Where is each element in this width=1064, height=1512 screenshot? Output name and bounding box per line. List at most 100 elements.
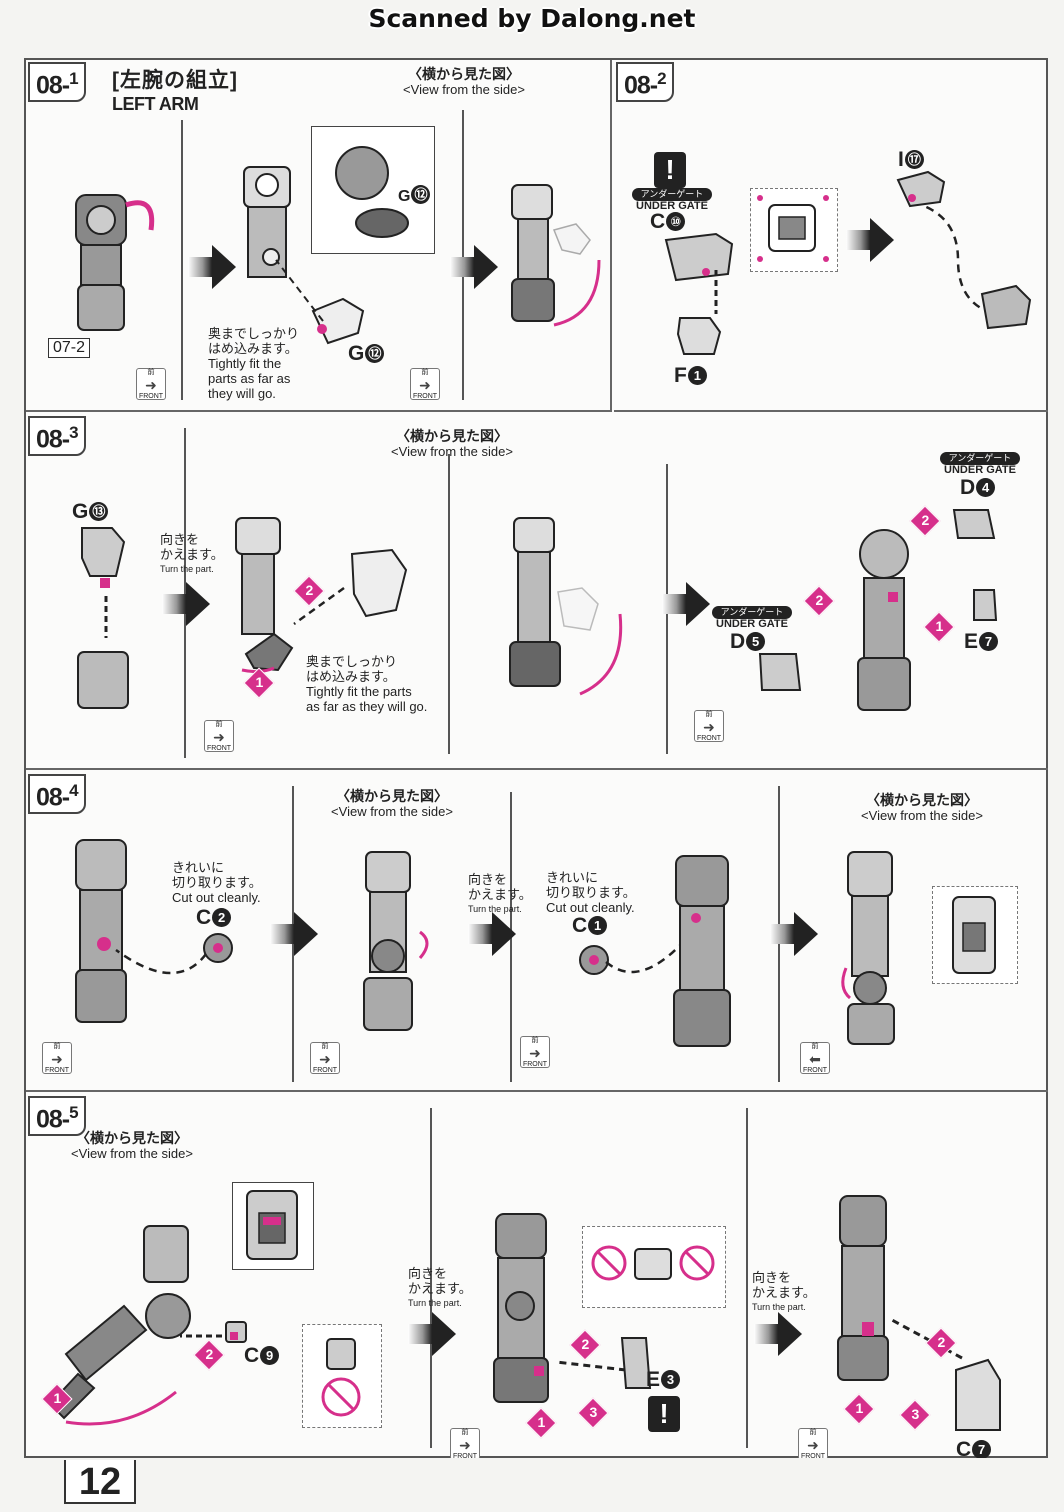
section-title-en: LEFT ARM (112, 94, 199, 114)
turn-part-note: 向きをかえます。Turn the part. (752, 1270, 816, 1312)
arm-part-illustration (235, 517, 294, 674)
divider (184, 428, 186, 758)
instruction-page: 08-1 [左腕の組立] LEFT ARM 〈横から見た図〉<View from… (24, 58, 1048, 1458)
front-orientation-badge: 前➜FRONT (310, 1042, 340, 1074)
step-marker-2: 2 (803, 585, 835, 617)
divider (448, 454, 450, 754)
next-step-arrow (468, 912, 516, 956)
front-orientation-badge: 前➜FRONT (410, 368, 440, 400)
next-step-arrow (270, 912, 318, 956)
arm-part-illustration (75, 194, 155, 331)
detail-inset (750, 188, 838, 272)
next-step-arrow (754, 1312, 802, 1356)
step-marker-1: 1 (525, 1407, 557, 1439)
divider (430, 1108, 432, 1448)
assembly-dash-arrow (923, 204, 1007, 318)
side-view-caption: 〈横から見た図〉<View from the side> (331, 788, 453, 819)
part-e7 (973, 589, 998, 621)
part-g13 (81, 527, 126, 588)
step-label-08-5: 08-5 (28, 1096, 86, 1137)
cut-cleanly-note: きれいに切り取ります。Cut out cleanly. (172, 860, 262, 905)
step-label-08-1: 08-1 (28, 62, 86, 103)
part-c2 (203, 933, 233, 963)
divider (181, 120, 183, 400)
step-label-08-4: 08-4 (28, 774, 86, 815)
section-08-4: 08-4 〈横から見た図〉<View from the side> 〈横から見た… (26, 772, 1048, 1092)
next-step-arrow (450, 245, 498, 289)
step-marker-3: 3 (899, 1399, 931, 1431)
cut-cleanly-note: きれいに切り取ります。Cut out cleanly. (546, 870, 636, 915)
assembly-dash-arrow (293, 586, 345, 626)
assembly-dash-arrow (180, 1334, 222, 1338)
step-marker-1: 1 (843, 1393, 875, 1425)
part-e3 (620, 1337, 652, 1389)
section-title-jp: [左腕の組立] (112, 69, 238, 92)
next-step-arrow (162, 582, 210, 626)
part-i17 (896, 170, 946, 208)
part-f1 (676, 317, 722, 355)
next-step-arrow (846, 218, 894, 262)
next-step-arrow (770, 912, 818, 956)
next-step-arrow (188, 245, 236, 289)
section-08-1: 08-1 [左腕の組立] LEFT ARM 〈横から見た図〉<View from… (26, 60, 612, 412)
part-c7 (955, 1358, 1001, 1431)
turn-part-note: 向きをかえます。Turn the part. (468, 872, 532, 914)
step-marker-1: 1 (923, 611, 955, 643)
step-label-08-3: 08-3 (28, 416, 86, 457)
side-view-caption: 〈横から見た図〉<View from the side> (71, 1130, 193, 1161)
part-g12 (311, 297, 365, 345)
turn-part-note: 向きをかえます。Turn the part. (160, 532, 224, 574)
step-marker-3: 3 (577, 1397, 609, 1429)
front-orientation-badge: 前➜FRONT (450, 1428, 480, 1458)
scan-watermark: Scanned by Dalong.net (368, 4, 696, 33)
arm-part-illustration (493, 1213, 549, 1403)
arm-part-illustration (980, 284, 1032, 330)
assembly-dash-arrow (891, 1318, 963, 1360)
arm-side-view-illustration (511, 184, 601, 327)
detail-inset (232, 1182, 314, 1270)
side-view-caption: 〈横から見た図〉<View from the side> (391, 428, 513, 459)
front-orientation-badge: 前⬅FRONT (800, 1042, 830, 1074)
assembly-dash-arrow (115, 948, 207, 975)
turn-part-note: 向きをかえます。Turn the part. (408, 1266, 472, 1308)
arm-side-view-illustration (841, 851, 895, 1045)
next-step-arrow (408, 1312, 456, 1356)
front-orientation-badge: 前➜FRONT (136, 368, 166, 400)
front-orientation-badge: 前➜FRONT (42, 1042, 72, 1074)
front-orientation-badge: 前➜FRONT (694, 710, 724, 742)
reference-step-box: 07-2 (48, 338, 91, 358)
arm-assembly-illustration (857, 529, 911, 711)
detail-inset (582, 1226, 726, 1308)
side-view-caption: 〈横から見た図〉<View from the side> (403, 66, 525, 97)
page-number: 12 (64, 1460, 136, 1504)
arm-part-illustration (77, 651, 129, 709)
detail-inset (932, 886, 1018, 984)
arm-part-illustration (837, 1195, 889, 1381)
front-orientation-badge: 前➜FRONT (204, 720, 234, 752)
detail-inset (302, 1324, 382, 1428)
part-c10 (664, 232, 734, 282)
arm-part-illustration (75, 839, 127, 1023)
part-d4 (952, 509, 996, 539)
divider (746, 1108, 748, 1448)
front-orientation-badge: 前➜FRONT (798, 1428, 828, 1458)
